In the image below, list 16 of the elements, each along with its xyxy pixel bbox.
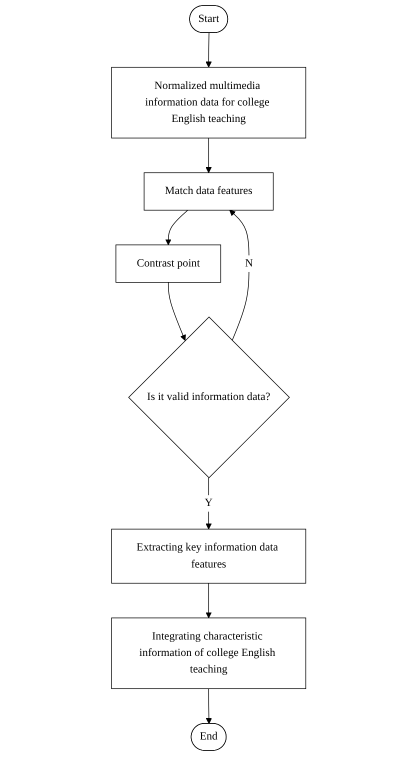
arrow [205, 138, 212, 174]
arrow [165, 210, 188, 246]
arrow [206, 688, 212, 724]
arrow [205, 477, 212, 530]
edge-label: Y [204, 497, 213, 510]
arrow [205, 32, 212, 68]
node-box: Extracting key information data features [111, 528, 306, 584]
arrow [205, 582, 212, 618]
node-box: Match data features [144, 172, 274, 211]
node-diamond: Is it valid information data? [128, 316, 290, 478]
node-box: Normalized multimedia information data for college English teaching [111, 66, 306, 138]
edge-label: N [244, 257, 253, 270]
arrow [229, 210, 250, 341]
arrow [168, 282, 186, 341]
node-box: Integrating characteristic information of college English teaching [111, 618, 306, 690]
node-box: Contrast point [115, 244, 221, 283]
